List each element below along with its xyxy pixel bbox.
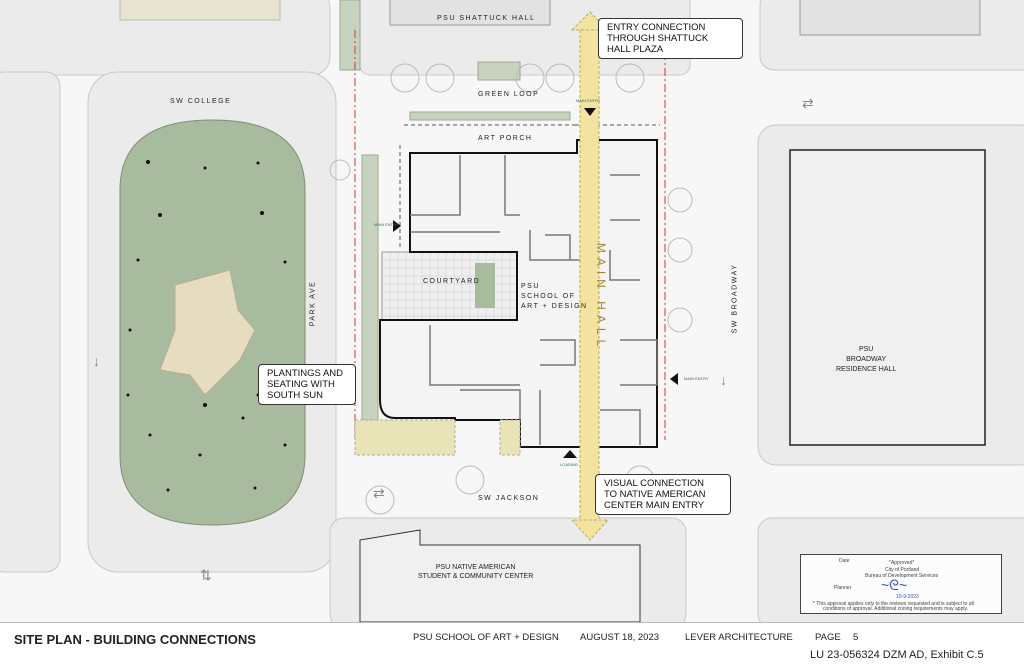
callout-entry-connection: ENTRY CONNECTION THROUGH SHATTUCK HALL P… xyxy=(598,18,743,59)
entry-triangle-west xyxy=(393,220,401,232)
label-courtyard: COURTYARD xyxy=(423,278,481,285)
main-hall-band xyxy=(579,24,600,526)
label-main-entry-west: MAIN ENTRY xyxy=(374,222,399,227)
label-park-ave: PARK AVE xyxy=(309,280,317,327)
label-native-american-center: PSU NATIVE AMERICAN STUDENT & COMMUNITY … xyxy=(418,564,534,580)
planner-signature: ~ᘓ~ xyxy=(881,577,908,593)
label-broadway-residence: PSU BROADWAY RESIDENCE HALL xyxy=(836,346,897,373)
native-american-center xyxy=(359,529,641,622)
label-sw-jackson: SW JACKSON xyxy=(478,495,540,502)
project-name: PSU SCHOOL OF ART + DESIGN xyxy=(413,632,559,643)
sheet-date: AUGUST 18, 2023 xyxy=(580,632,660,643)
label-green-loop: GREEN LOOP xyxy=(478,91,540,98)
callout-plantings: PLANTINGS AND SEATING WITH SOUTH SUN xyxy=(258,364,356,405)
loading-triangle xyxy=(563,450,577,458)
page-label: PAGE xyxy=(815,632,841,643)
label-shattuck-hall: PSU SHATTUCK HALL xyxy=(437,15,536,22)
svg-text:⇄: ⇄ xyxy=(373,485,385,501)
label-sw-college: SW COLLEGE xyxy=(170,98,232,105)
sheet-title: SITE PLAN - BUILDING CONNECTIONS xyxy=(14,632,256,647)
courtyard-paving xyxy=(381,251,518,321)
residence-hall xyxy=(789,149,986,446)
page-number: 5 xyxy=(853,632,859,643)
label-main-hall: MAIN HALL xyxy=(594,242,609,352)
park-plaza xyxy=(159,269,256,396)
svg-text:⇄: ⇄ xyxy=(802,95,814,111)
label-sw-broadway: SW BROADWAY xyxy=(731,263,739,334)
plantings-seating-area xyxy=(354,419,456,456)
block-west xyxy=(0,71,61,573)
entry-triangle-north xyxy=(584,108,596,116)
title-block: SITE PLAN - BUILDING CONNECTIONS PSU SCH… xyxy=(0,622,1024,664)
callout-visual-connection: VISUAL CONNECTION TO NATIVE AMERICAN CEN… xyxy=(595,474,731,515)
label-main-entry-north: MAIN ENTRY xyxy=(576,98,601,103)
approval-stamp: Date *Approved* City of Portland Bureau … xyxy=(800,554,1002,614)
label-building-name: PSU SCHOOL OF ART + DESIGN xyxy=(521,283,588,310)
label-main-entry-east: MAIN ENTRY xyxy=(684,376,709,381)
entry-triangle-east xyxy=(670,373,678,385)
svg-text:↓: ↓ xyxy=(720,372,727,388)
label-loading: LOADING xyxy=(560,462,579,467)
label-art-porch: ART PORCH xyxy=(478,135,533,142)
case-number: LU 23-056324 DZM AD, Exhibit C.5 xyxy=(810,649,984,661)
svg-text:↓: ↓ xyxy=(93,353,100,369)
svg-text:⇅: ⇅ xyxy=(200,567,212,583)
main-hall-arrow-south xyxy=(570,519,610,541)
firm-name: LEVER ARCHITECTURE xyxy=(685,632,793,643)
